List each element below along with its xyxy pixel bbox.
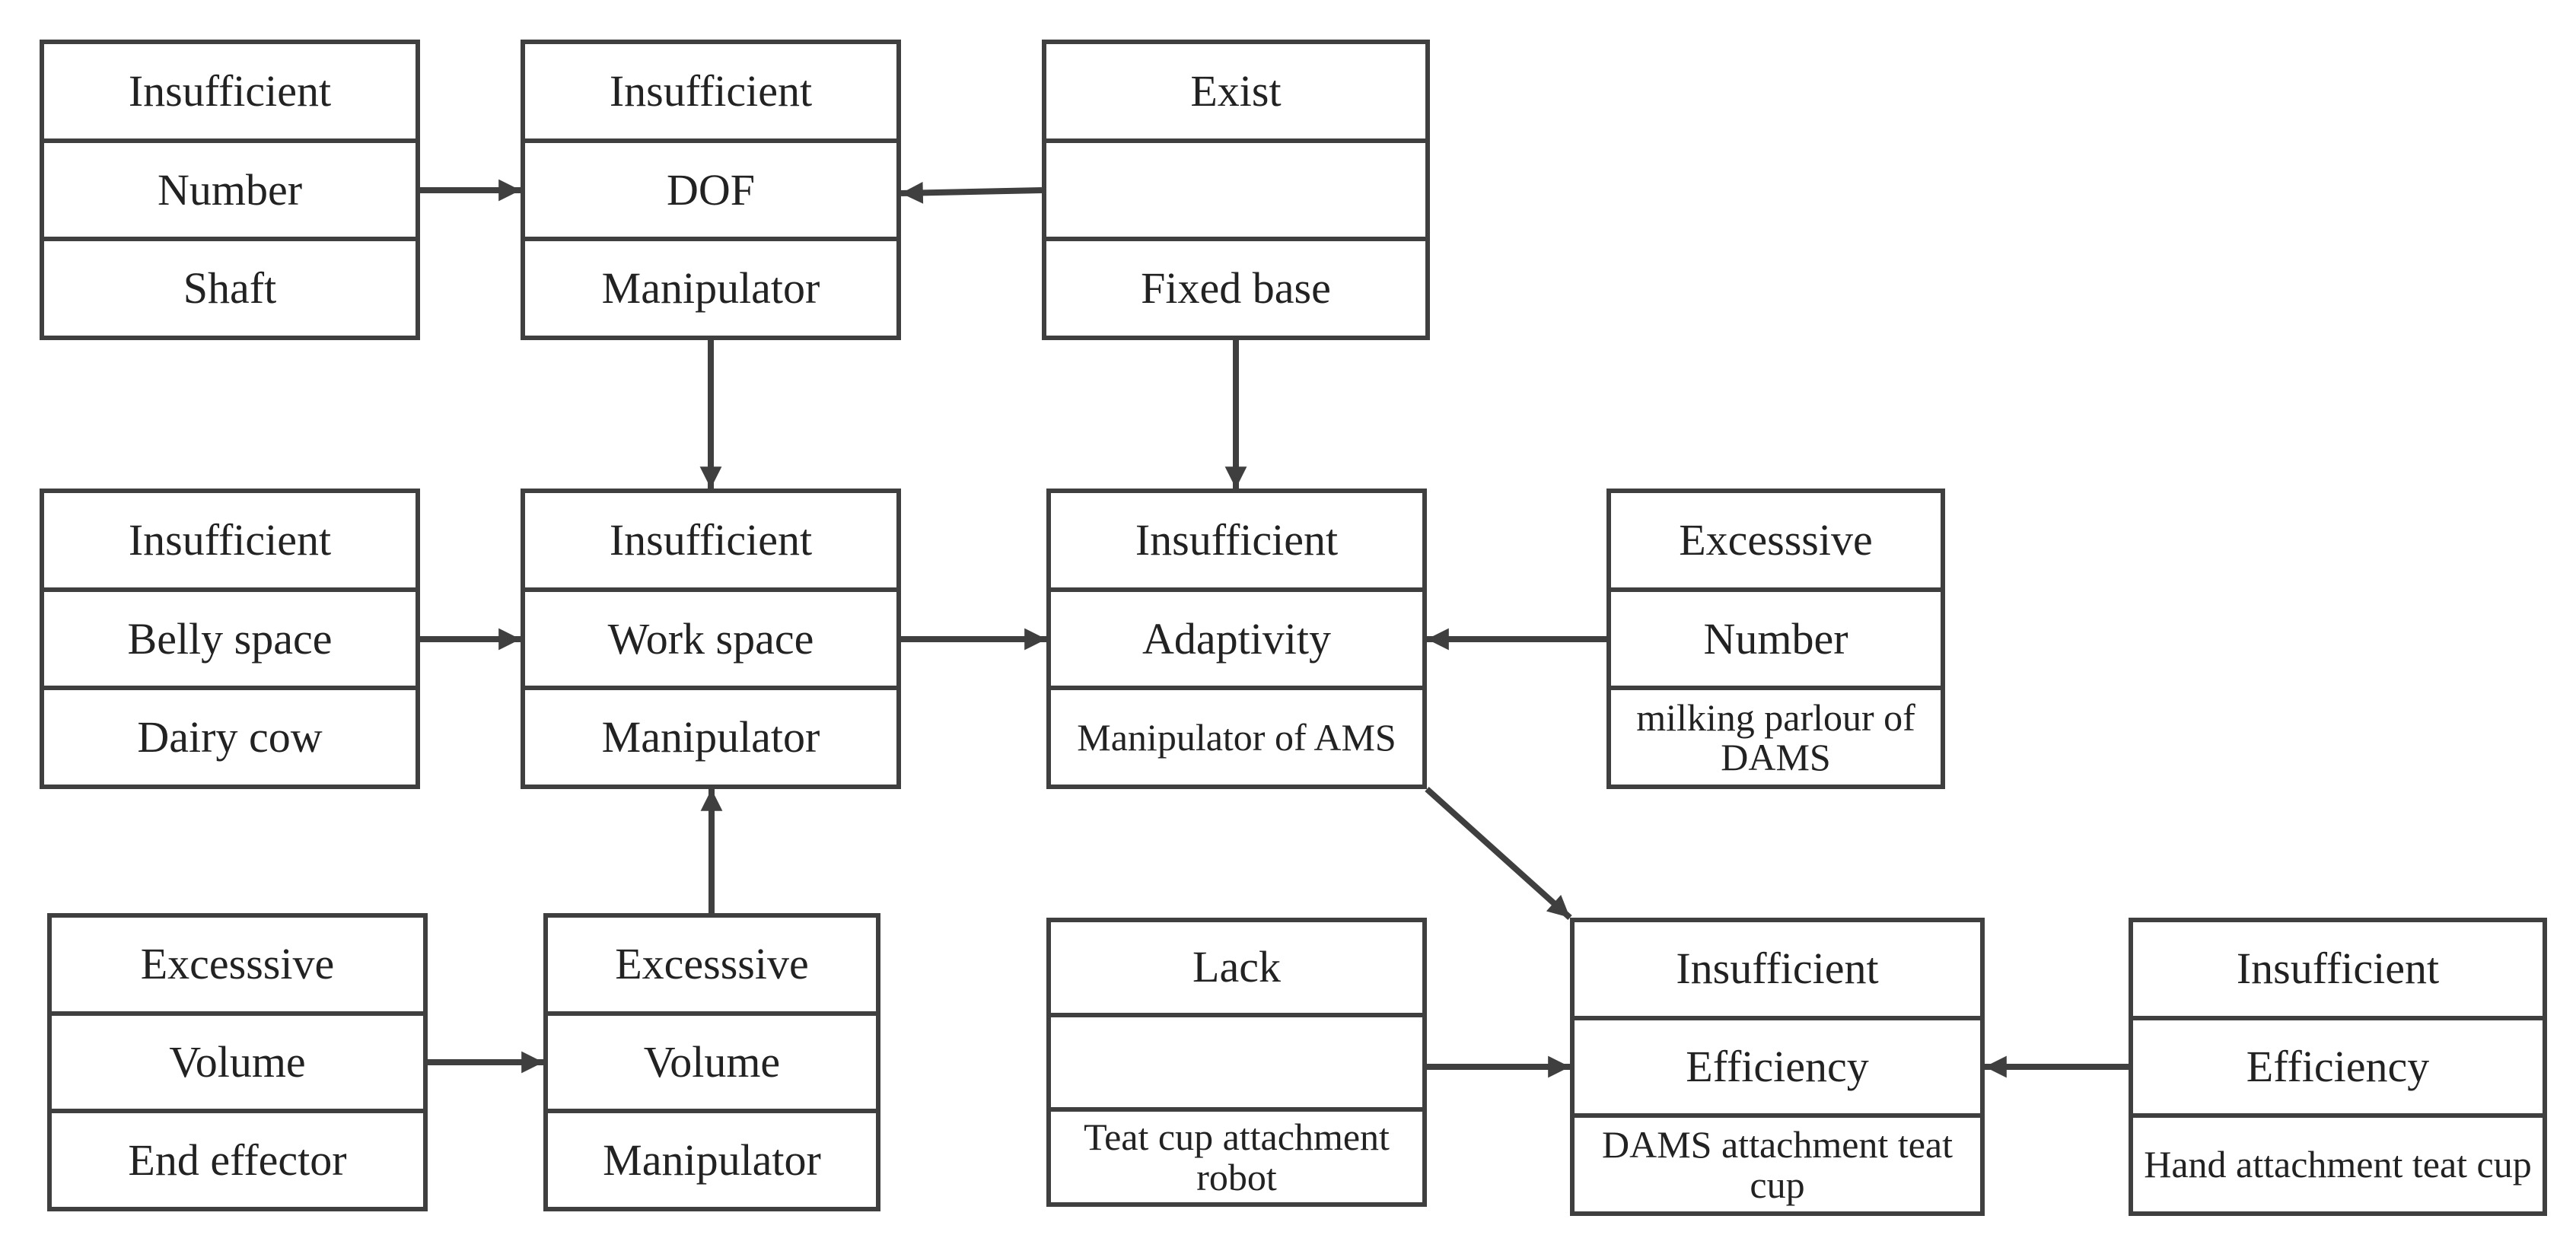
edge-ams-to-dams-cup [1425,787,1572,920]
node-dairy-cow-row-2: Dairy cow [44,686,416,785]
node-hand-cup-row-2: Hand attachment teat cup [2133,1113,2543,1211]
node-manip-volume-row-1: Volume [548,1011,876,1109]
node-fixed-base-row-1 [1046,138,1425,237]
node-parlour-row-0: Excesssive [1679,514,1873,565]
node-end-effector-row-0: Excesssive [140,939,335,989]
edge-fixed-base-to-manip-dof [900,181,1043,204]
node-dairy-cow-row-1: Belly space [44,587,416,686]
node-manip-dof-row-1: DOF [525,138,896,237]
node-manip-volume-row-0: Excesssive [615,939,809,989]
node-parlour-row-1: Number [1611,587,1941,686]
node-ams-row-2: Manipulator of AMS [1051,686,1422,785]
node-hand-cup-row-0: Insufficient [2236,944,2440,994]
node-dams-cup-row-2: DAMS attachment teat cup [1575,1113,1980,1211]
node-ams-row-1: Adaptivity [1051,587,1422,686]
node-manip-work-row-1: Work space [525,587,896,686]
node-parlour-row-2: milking parlour of DAMS [1611,686,1941,785]
node-shaft-row-0: Insufficient [128,65,332,116]
node-fixed-base-row-2: Fixed base [1046,237,1425,336]
node-ams-row-0: Insufficient [1135,514,1339,565]
node-dairy-cow-row-0: Insufficient [128,514,332,565]
node-dams-cup-row-0: Insufficient [1676,944,1879,994]
node-robot-row-0: Lack [1192,942,1281,992]
node-manip-work-row-0: Insufficient [609,514,813,565]
node-manip-volume-row-2: Manipulator [548,1109,876,1207]
node-end-effector-row-2: End effector [52,1109,423,1207]
node-robot-row-2: Teat cup attachment robot [1051,1107,1422,1202]
node-shaft-row-2: Shaft [44,237,416,336]
node-hand-cup-row-1: Efficiency [2133,1015,2543,1114]
node-fixed-base-row-0: Exist [1190,65,1282,116]
node-dams-cup-row-1: Efficiency [1575,1015,1980,1114]
node-shaft-row-1: Number [44,138,416,237]
node-end-effector-row-1: Volume [52,1011,423,1109]
node-manip-work-row-2: Manipulator [525,686,896,785]
node-manip-dof-row-0: Insufficient [609,65,813,116]
node-manip-dof-row-2: Manipulator [525,237,896,336]
node-robot-row-1 [1051,1012,1422,1108]
